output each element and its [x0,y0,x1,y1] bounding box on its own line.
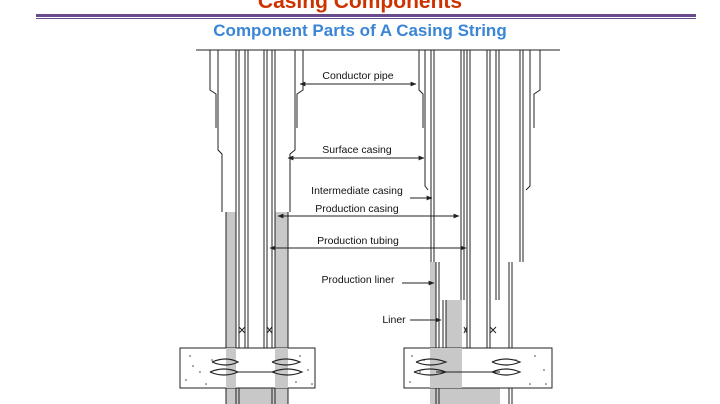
right-formation-dots [409,355,547,385]
label-surface-casing: Surface casing [322,144,392,156]
slide-subtitle: Component Parts of A Casing String [213,21,507,40]
label-arrows [269,81,467,323]
slide-title: Casing Components [257,0,463,13]
left-formation-dots [185,355,313,385]
right-surface-casing-wall-left [424,50,429,191]
label-production-tubing: Production tubing [317,235,399,247]
label-conductor-pipe: Conductor pipe [322,70,393,82]
left-perforations [209,358,304,376]
left-conductor-pipe-wall-right [296,50,304,128]
title-rule-thin [36,18,696,19]
left-surface-casing-wall-right [289,50,296,212]
left-well [209,50,304,404]
label-production-casing: Production casing [315,203,399,215]
label-liner: Liner [382,314,406,326]
right-formation-block [403,347,553,389]
left-packer-right [266,326,273,334]
left-surface-casing-wall-left [217,50,223,212]
label-production-liner: Production liner [322,274,395,286]
right-surface-casing-wall-right [525,50,531,191]
left-conductor-pipe-wall-left [209,50,217,128]
title-rule [36,14,696,17]
right-conductor-pipe-wall-left [418,50,424,128]
right-packer-left [463,326,468,334]
right-conductor-pipe-wall-right [533,50,541,128]
label-intermediate-casing: Intermediate casing [311,185,403,197]
left-packer-left [238,326,246,334]
right-packer-right [489,326,497,334]
left-formation-block [179,347,316,389]
